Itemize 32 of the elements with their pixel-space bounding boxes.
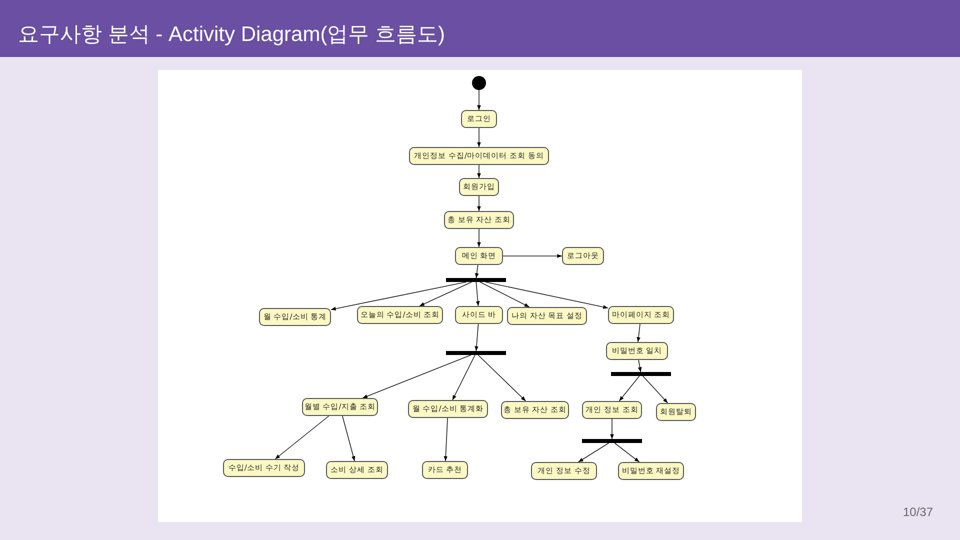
arrow	[636, 324, 640, 342]
arrow	[342, 416, 356, 462]
arrow	[476, 282, 480, 306]
arrow	[474, 264, 479, 278]
slide-title: 요구사항 분석 - Activity Diagram(업무 흐름도)	[18, 22, 446, 48]
arrow	[452, 354, 476, 400]
arrow	[477, 128, 481, 148]
arrow	[274, 416, 330, 460]
arrow	[477, 228, 481, 248]
arrow	[638, 360, 642, 372]
fork-bar	[446, 351, 506, 355]
arrow	[362, 354, 472, 398]
arrow	[642, 376, 668, 404]
arrow	[477, 164, 481, 178]
arrow	[485, 282, 608, 309]
arrow	[477, 90, 481, 110]
fork-bar	[446, 278, 506, 282]
arrow	[478, 354, 526, 402]
arrow	[502, 254, 562, 258]
arrow	[614, 442, 640, 462]
arrow	[578, 442, 610, 462]
arrow	[419, 282, 472, 306]
arrow	[330, 282, 467, 311]
page-number: 10/37	[903, 505, 934, 519]
fork-bar	[582, 439, 642, 443]
arrow	[480, 282, 530, 308]
arrow	[618, 376, 640, 402]
arrow	[474, 324, 479, 352]
arrow	[610, 418, 614, 440]
fork-bar	[611, 372, 671, 376]
arrow	[477, 196, 481, 212]
arrow	[444, 418, 448, 462]
